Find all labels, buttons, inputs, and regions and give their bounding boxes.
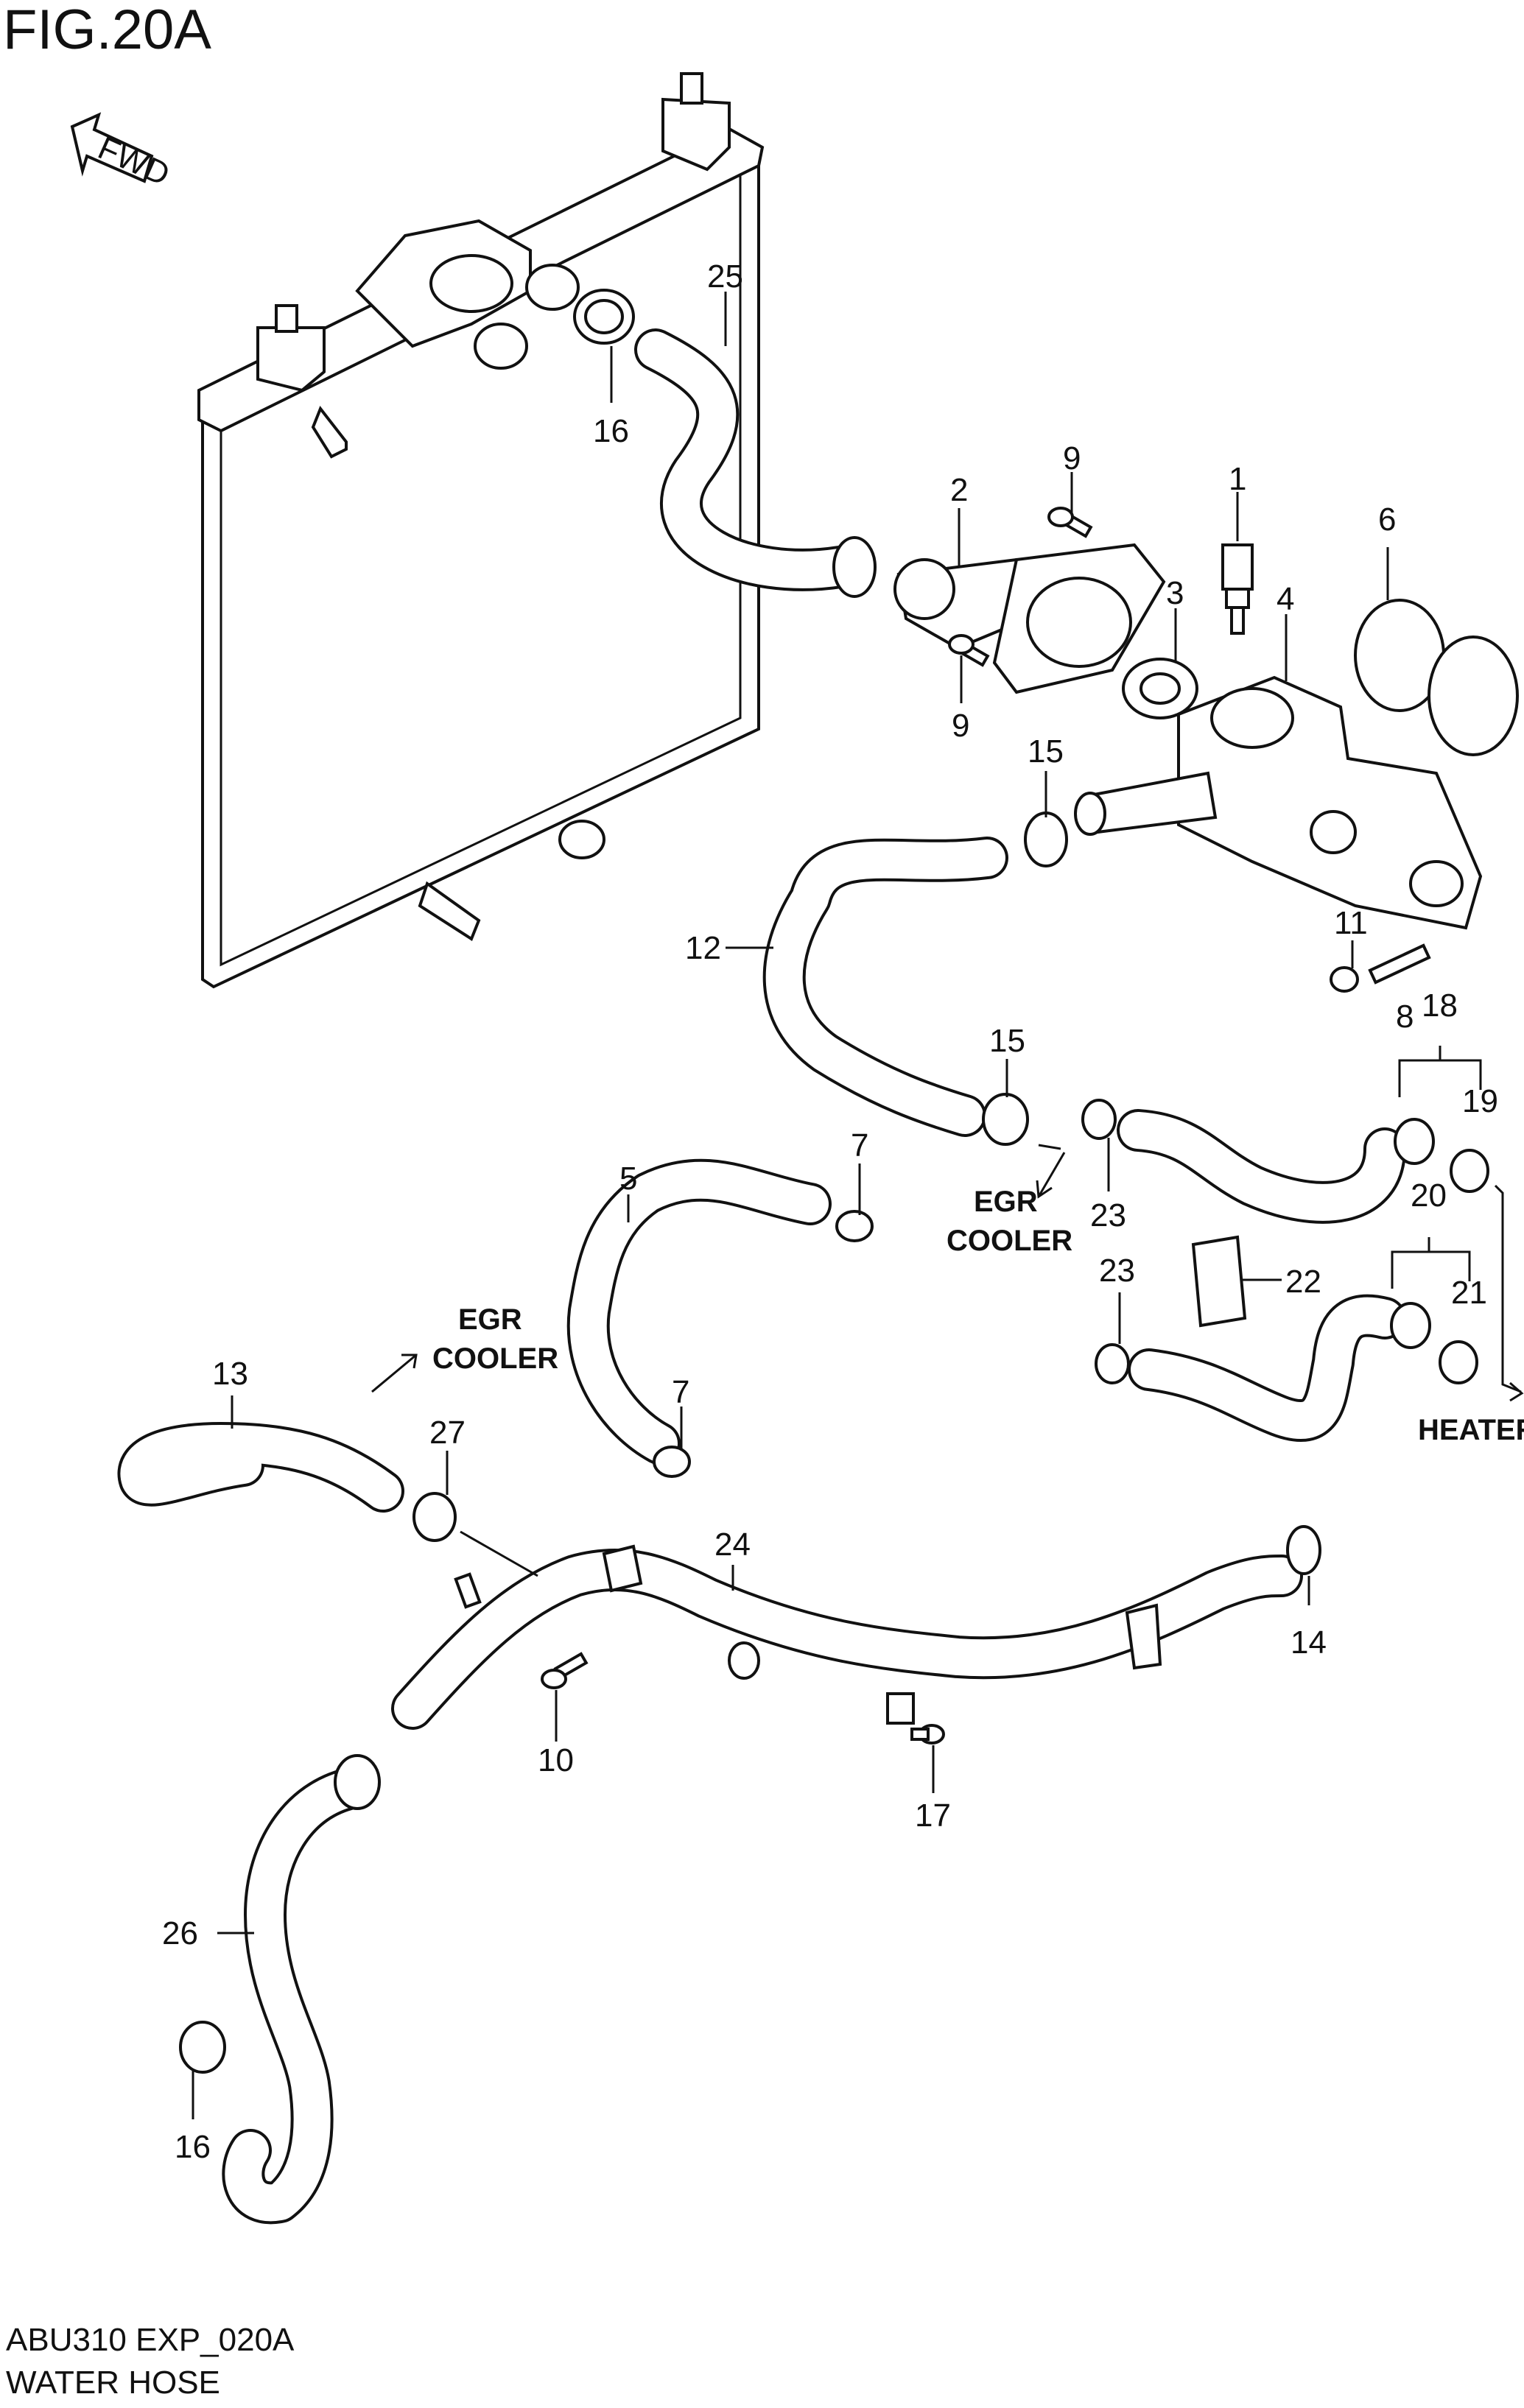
part-number-labels: 1 2 3 4 5 6 7 7 8 9 9 10 11 12 13 14 15 … xyxy=(162,258,1498,2165)
part-number-12: 12 xyxy=(685,930,721,966)
stud-bolt-8 xyxy=(1368,943,1431,985)
bolt-9-top xyxy=(1047,507,1093,538)
o-ring-14 xyxy=(1286,1525,1321,1575)
radiator xyxy=(197,72,765,989)
part-number-7a: 7 xyxy=(851,1127,868,1163)
part-number-20: 20 xyxy=(1411,1177,1447,1214)
bolt-9-bottom xyxy=(948,634,990,667)
hose-clamp-18-end xyxy=(1394,1118,1435,1165)
egr-cooler-2-line2: COOLER xyxy=(432,1342,558,1375)
part-number-23a: 23 xyxy=(1090,1197,1126,1233)
part-number-9b: 9 xyxy=(952,708,969,744)
fwd-label: FWD xyxy=(93,130,175,193)
part-number-6: 6 xyxy=(1378,501,1396,538)
part-number-4: 4 xyxy=(1277,581,1294,617)
part-number-7b: 7 xyxy=(672,1374,689,1410)
part-number-27: 27 xyxy=(429,1415,466,1451)
hose-5 xyxy=(566,1158,832,1465)
thermostat-cap-2 xyxy=(893,543,1166,694)
part-number-16a: 16 xyxy=(593,413,629,449)
hose-clamp-26-top xyxy=(334,1754,381,1810)
part-number-16b: 16 xyxy=(175,2129,211,2165)
egr-cooler-1-line2: COOLER xyxy=(947,1225,1072,1257)
leader-lines xyxy=(192,292,1524,2119)
bolt-10 xyxy=(541,1652,589,1689)
hose-clamp-23-top xyxy=(1081,1099,1117,1140)
hose-20 xyxy=(1128,1294,1406,1442)
figure-title: FIG.20A xyxy=(3,0,211,61)
diagram-name: WATER HOSE xyxy=(6,2365,220,2401)
bolt-17 xyxy=(910,1724,945,1745)
diagram-code: ABU310 EXP_020A xyxy=(6,2322,295,2358)
part-number-25: 25 xyxy=(707,258,743,295)
forward-arrow-icon: FWD xyxy=(70,112,175,193)
part-number-11: 11 xyxy=(1334,905,1368,941)
egr-cooler-1-line1: EGR xyxy=(974,1186,1038,1218)
hose-clip-22 xyxy=(1191,1235,1247,1328)
thermostat-3 xyxy=(1122,658,1198,719)
part-number-10: 10 xyxy=(538,1742,574,1778)
hose-13 xyxy=(117,1422,404,1513)
part-number-17: 17 xyxy=(915,1798,951,1834)
hose-clamp-16-bottom xyxy=(179,2021,226,2074)
hose-clamp-19 xyxy=(1450,1149,1489,1193)
temperature-sensor-1 xyxy=(1221,543,1254,635)
hose-clamp-20-end xyxy=(1390,1302,1431,1349)
hose-12 xyxy=(762,837,1008,1137)
gasket-6 xyxy=(1354,599,1519,756)
hose-clamp-21 xyxy=(1439,1340,1478,1384)
part-number-22: 22 xyxy=(1285,1264,1321,1300)
thermostat-housing-4 xyxy=(1074,675,1483,930)
water-pipe-24 xyxy=(391,1544,1303,1730)
part-number-15b: 15 xyxy=(989,1023,1025,1059)
hose-clamp-15-bottom xyxy=(982,1093,1029,1146)
part-number-5: 5 xyxy=(619,1161,637,1197)
egr-cooler-callout-2: EGR COOLER xyxy=(432,1303,558,1375)
part-number-9a: 9 xyxy=(1063,440,1081,476)
heater-callout: HEATER xyxy=(1418,1414,1524,1446)
part-number-21: 21 xyxy=(1451,1275,1487,1311)
part-number-8: 8 xyxy=(1396,999,1414,1035)
hose-clamp-16-top xyxy=(573,289,635,345)
hose-25 xyxy=(634,328,861,591)
nut-11 xyxy=(1330,966,1359,993)
part-number-18: 18 xyxy=(1422,988,1458,1024)
part-number-19: 19 xyxy=(1462,1083,1498,1119)
hose-clamp-25-end xyxy=(832,536,877,598)
part-number-14: 14 xyxy=(1291,1624,1327,1661)
part-number-23b: 23 xyxy=(1099,1253,1135,1289)
hose-clamp-7-bottom xyxy=(653,1446,691,1478)
hose-clamp-15-top xyxy=(1024,812,1068,867)
hose-26 xyxy=(222,1768,368,2225)
part-number-3: 3 xyxy=(1166,575,1184,611)
hose-18 xyxy=(1117,1109,1406,1224)
hose-clamp-27 xyxy=(412,1492,457,1542)
part-number-1: 1 xyxy=(1229,461,1246,497)
part-number-24: 24 xyxy=(714,1527,751,1563)
part-number-15a: 15 xyxy=(1028,733,1064,770)
egr-cooler-2-line1: EGR xyxy=(458,1303,522,1336)
part-number-26: 26 xyxy=(162,1915,198,1951)
hose-clamp-7-top xyxy=(835,1210,874,1242)
egr-cooler-callout-1: EGR COOLER xyxy=(947,1186,1072,1257)
part-number-2: 2 xyxy=(950,472,968,508)
hose-clamp-23-bottom xyxy=(1095,1343,1130,1384)
part-number-13: 13 xyxy=(212,1356,248,1392)
